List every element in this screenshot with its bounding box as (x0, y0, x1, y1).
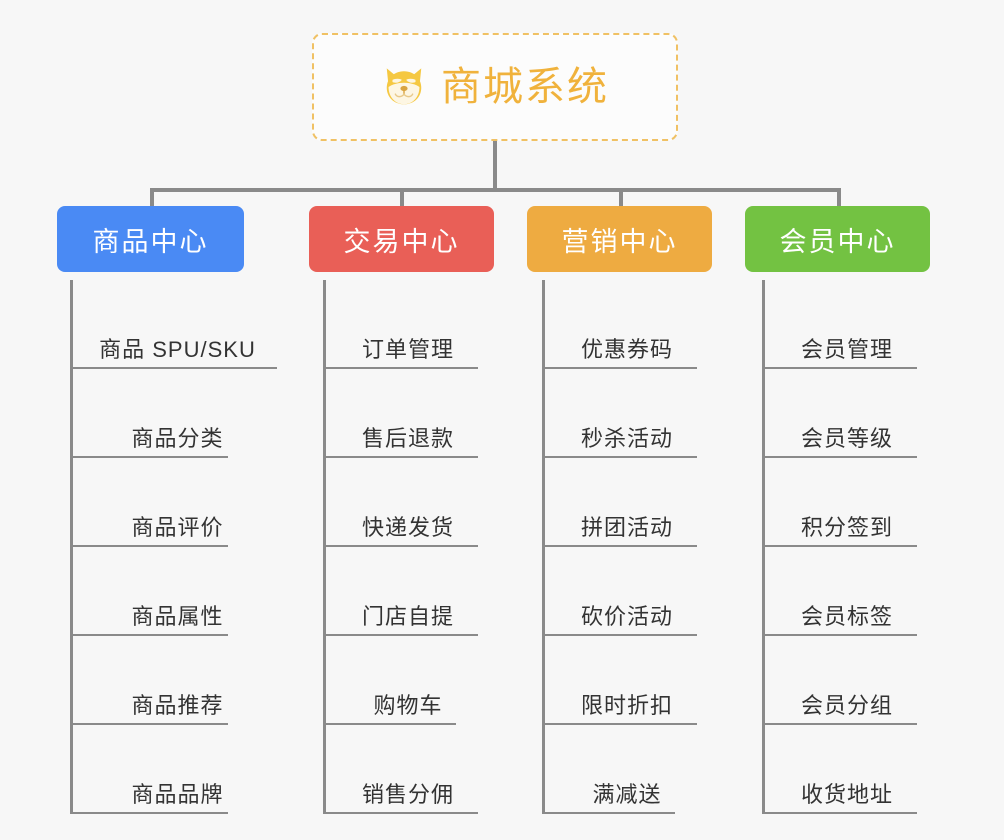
leaf-item[interactable]: 积分签到 (762, 458, 932, 547)
leaf-item-rule (762, 545, 917, 547)
leaf-item-label: 优惠券码 (580, 336, 673, 362)
branch-header-product-center[interactable]: 商品中心 (57, 206, 244, 272)
leaf-item[interactable]: 会员分组 (762, 636, 932, 725)
leaf-item[interactable]: 砍价活动 (542, 547, 712, 636)
root-node-title: 商城系统 (441, 65, 609, 109)
column-spine (762, 280, 765, 814)
leaf-item-rule (70, 456, 228, 458)
leaf-item-rule (762, 367, 917, 369)
leaf-item-label: 销售分佣 (361, 781, 454, 807)
leaf-item[interactable]: 商品属性 (70, 547, 285, 636)
leaf-item[interactable]: 优惠券码 (542, 280, 712, 369)
branch-header-member-center[interactable]: 会员中心 (745, 206, 930, 272)
branch-items-marketing-center: 优惠券码 秒杀活动 拼团活动 砍价活动 限时折扣 满减送 (542, 280, 712, 814)
leaf-item[interactable]: 商品评价 (70, 458, 285, 547)
branch-items-member-center: 会员管理 会员等级 积分签到 会员标签 会员分组 收货地址 (762, 280, 932, 814)
branch-header-label: 商品中心 (92, 226, 209, 257)
connector-drop-branch-2 (400, 188, 404, 208)
column-spine (70, 280, 73, 814)
leaf-item-label: 商品属性 (131, 603, 224, 629)
connector-horizontal-bus (150, 188, 841, 192)
leaf-item-label: 积分签到 (800, 514, 893, 540)
leaf-item-label: 快递发货 (361, 514, 454, 540)
leaf-item[interactable]: 会员等级 (762, 369, 932, 458)
leaf-item[interactable]: 会员管理 (762, 280, 932, 369)
leaf-item[interactable]: 商品品牌 (70, 725, 285, 814)
leaf-item-rule (542, 634, 697, 636)
leaf-item[interactable]: 满减送 (542, 725, 712, 814)
leaf-item-label: 收货地址 (800, 781, 893, 807)
leaf-item-rule (70, 634, 228, 636)
leaf-item[interactable]: 售后退款 (323, 369, 493, 458)
leaf-item[interactable]: 订单管理 (323, 280, 493, 369)
leaf-item-rule (70, 723, 228, 725)
leaf-item[interactable]: 会员标签 (762, 547, 932, 636)
leaf-item-label: 会员管理 (800, 336, 893, 362)
leaf-item[interactable]: 商品 SPU/SKU (70, 280, 285, 369)
connector-drop-branch-3 (619, 188, 623, 206)
leaf-item-rule (323, 367, 478, 369)
leaf-item[interactable]: 拼团活动 (542, 458, 712, 547)
leaf-item-rule (70, 812, 228, 814)
leaf-item[interactable]: 商品分类 (70, 369, 285, 458)
leaf-item-rule (542, 812, 675, 814)
leaf-item-rule (70, 367, 277, 369)
leaf-item-label: 会员分组 (800, 692, 893, 718)
leaf-item-label: 秒杀活动 (580, 425, 673, 451)
leaf-item-label: 会员标签 (800, 603, 893, 629)
leaf-item-rule (323, 545, 478, 547)
connector-drop-branch-1 (150, 188, 154, 208)
leaf-item-rule (323, 723, 456, 725)
connector-root-stem (493, 141, 497, 191)
leaf-item[interactable]: 商品推荐 (70, 636, 285, 725)
leaf-item-label: 购物车 (373, 692, 443, 718)
leaf-item[interactable]: 限时折扣 (542, 636, 712, 725)
column-spine (542, 280, 545, 814)
leaf-item[interactable]: 快递发货 (323, 458, 493, 547)
branch-header-trade-center[interactable]: 交易中心 (309, 206, 494, 272)
leaf-item-rule (542, 367, 697, 369)
leaf-item-rule (323, 456, 478, 458)
leaf-item[interactable]: 秒杀活动 (542, 369, 712, 458)
leaf-item-label: 门店自提 (361, 603, 454, 629)
branch-header-label: 营销中心 (561, 226, 678, 257)
leaf-item-label: 商品推荐 (131, 692, 224, 718)
column-spine (323, 280, 326, 814)
root-node-mall-system[interactable]: 商城系统 (312, 33, 678, 141)
leaf-item[interactable]: 收货地址 (762, 725, 932, 814)
leaf-item[interactable]: 门店自提 (323, 547, 493, 636)
leaf-item-label: 限时折扣 (580, 692, 673, 718)
leaf-item-label: 满减送 (592, 781, 662, 807)
branch-header-label: 交易中心 (343, 226, 460, 257)
leaf-item-rule (70, 545, 228, 547)
leaf-item-rule (762, 723, 917, 725)
leaf-item-label: 商品品牌 (131, 781, 224, 807)
connector-drop-branch-4 (837, 188, 841, 206)
branch-header-marketing-center[interactable]: 营销中心 (527, 206, 712, 272)
leaf-item-rule (542, 723, 697, 725)
leaf-item[interactable]: 销售分佣 (323, 725, 493, 814)
leaf-item-label: 砍价活动 (580, 603, 673, 629)
leaf-item-label: 会员等级 (800, 425, 893, 451)
leaf-item-label: 商品 SPU/SKU (99, 336, 256, 362)
leaf-item-rule (542, 545, 697, 547)
leaf-item[interactable]: 购物车 (323, 636, 493, 725)
leaf-item-label: 拼团活动 (580, 514, 673, 540)
leaf-item-label: 订单管理 (361, 336, 454, 362)
leaf-item-label: 售后退款 (361, 425, 454, 451)
leaf-item-rule (762, 812, 917, 814)
leaf-item-rule (323, 634, 478, 636)
branch-items-trade-center: 订单管理 售后退款 快递发货 门店自提 购物车 销售分佣 (323, 280, 493, 814)
leaf-item-rule (762, 456, 917, 458)
leaf-item-label: 商品评价 (131, 514, 224, 540)
leaf-item-rule (542, 456, 697, 458)
leaf-item-rule (323, 812, 478, 814)
branch-items-product-center: 商品 SPU/SKU 商品分类 商品评价 商品属性 商品推荐 商品品牌 (70, 280, 285, 814)
leaf-item-rule (762, 634, 917, 636)
branch-header-label: 会员中心 (779, 226, 896, 257)
leaf-item-label: 商品分类 (131, 425, 224, 451)
shiba-dog-face-icon (386, 68, 422, 105)
